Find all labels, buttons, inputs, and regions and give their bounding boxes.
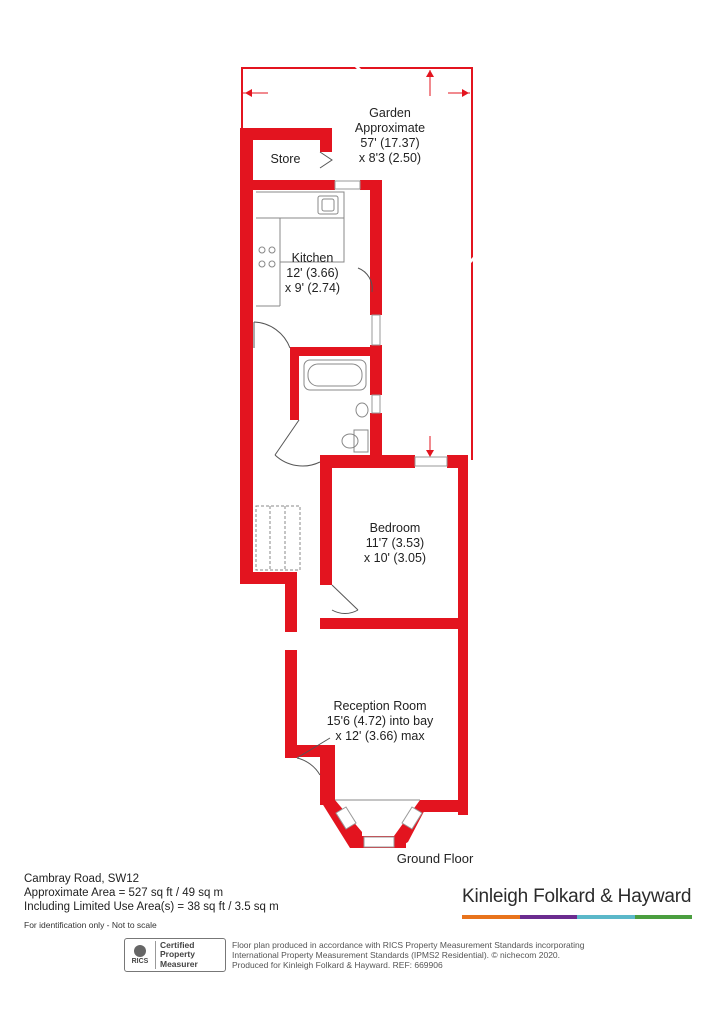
rics-line1: Certified: [160, 939, 195, 950]
garden-name: Garden: [369, 106, 411, 120]
brand-bar-teal: [577, 915, 635, 919]
kitchen-dim2: x 9' (2.74): [284, 281, 341, 295]
brand-bar-orange: [462, 915, 520, 919]
bedroom-name: Bedroom: [369, 521, 421, 535]
limited-use-area: Including Limited Use Area(s) = 38 sq ft…: [24, 901, 279, 913]
store-name: Store: [270, 152, 301, 166]
doors: [253, 151, 373, 776]
bedroom-label: Bedroom 11'7 (3.53) x 10' (3.05): [340, 521, 450, 566]
store-label: Store: [258, 152, 313, 167]
bedroom-dim1: 11'7 (3.53): [365, 536, 425, 550]
fixtures: [255, 191, 420, 801]
windows: [334, 180, 448, 848]
rics-logo-icon: RICS: [125, 940, 155, 970]
kitchen-dim1: 12' (3.66): [286, 266, 339, 280]
reception-name: Reception Room: [333, 699, 427, 713]
disclaimer-line2: International Property Measurement Stand…: [232, 950, 561, 960]
rics-line3: Measurer: [160, 958, 198, 969]
rics-certified-badge: RICS Certified Property Measurer: [124, 938, 226, 972]
brand-color-bar: [462, 915, 692, 919]
kitchen-name: Kitchen: [291, 251, 334, 265]
reception-label: Reception Room 15'6 (4.72) into bay x 12…: [310, 699, 450, 744]
rics-line2: Property: [160, 949, 195, 960]
disclaimer-line1: Floor plan produced in accordance with R…: [232, 940, 585, 950]
disclaimer-line3: Produced for Kinleigh Folkard & Hayward.…: [232, 960, 443, 970]
reception-dim2: x 12' (3.66) max: [335, 729, 425, 743]
rics-logo-text: RICS: [131, 958, 149, 965]
approximate-area: Approximate Area = 527 sq ft / 49 sq m: [24, 887, 224, 899]
property-info: Cambray Road, SW12 Approximate Area = 52…: [24, 872, 279, 932]
floor-title: Ground Floor: [396, 851, 474, 866]
rics-badge-text: Certified Property Measurer: [155, 939, 198, 970]
garden-approx: Approximate: [354, 121, 426, 135]
disclaimer: Floor plan produced in accordance with R…: [232, 940, 652, 970]
agent-brand-name: Kinleigh Folkard & Hayward: [462, 886, 692, 907]
property-address: Cambray Road, SW12: [24, 873, 140, 885]
brand-bar-green: [634, 915, 692, 919]
garden-dim2: x 8'3 (2.50): [358, 151, 422, 165]
kitchen-label: Kitchen 12' (3.66) x 9' (2.74): [270, 251, 355, 296]
reception-dim1: 15'6 (4.72) into bay: [326, 714, 434, 728]
scale-note: For identification only - Not to scale: [24, 920, 157, 930]
brand-bar-purple: [519, 915, 577, 919]
walls: [240, 128, 468, 848]
garden-label: Garden Approximate 57' (17.37) x 8'3 (2.…: [330, 106, 450, 166]
bedroom-dim2: x 10' (3.05): [363, 551, 427, 565]
garden-boundary: [241, 64, 476, 460]
garden-dim1: 57' (17.37): [360, 136, 420, 150]
